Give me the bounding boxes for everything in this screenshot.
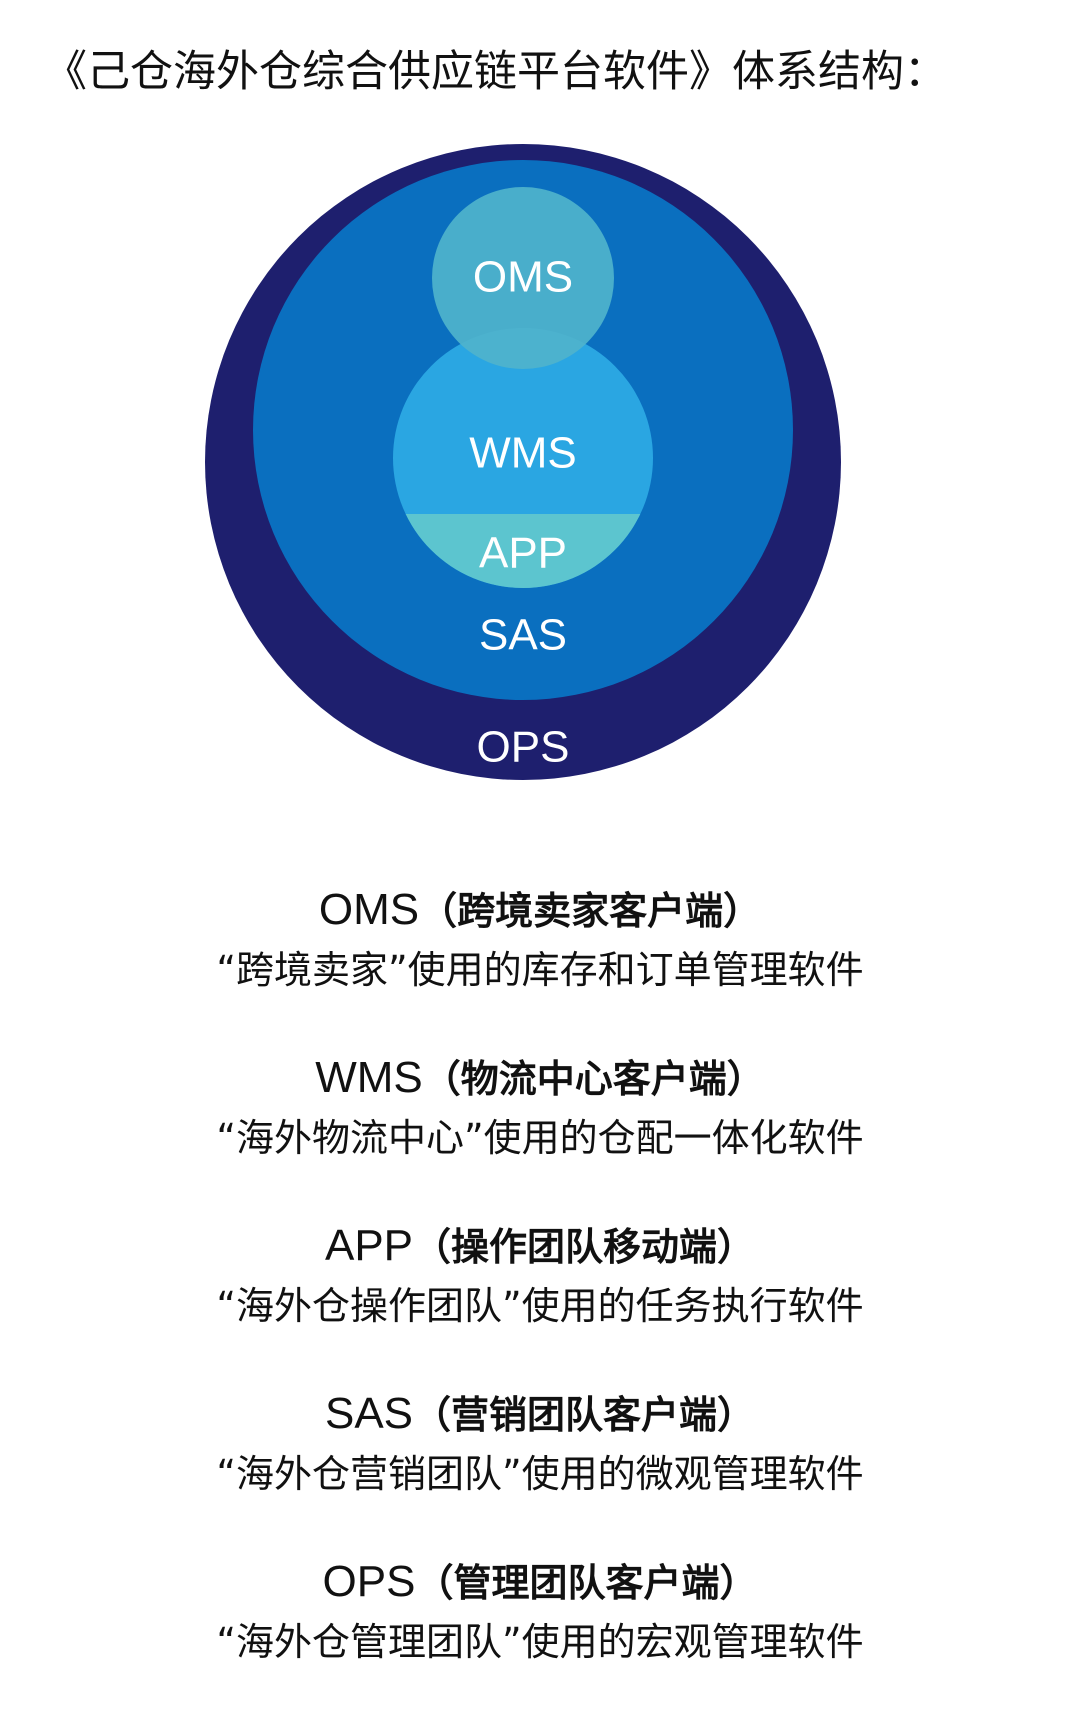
legend-item-ops: OPS（管理团队客户端） “海外仓管理团队”使用的宏观管理软件 <box>0 1552 1080 1720</box>
wms-layer-label: WMS <box>469 429 577 478</box>
legend-code: APP <box>324 1221 414 1270</box>
legend-heading: OPS（管理团队客户端） <box>0 1552 1080 1613</box>
legend-item-oms: OMS（跨境卖家客户端） “跨境卖家”使用的库存和订单管理软件 <box>0 880 1080 1048</box>
legend-item-wms: WMS（物流中心客户端） “海外物流中心”使用的仓配一体化软件 <box>0 1048 1080 1216</box>
layer-legend: OMS（跨境卖家客户端） “跨境卖家”使用的库存和订单管理软件 WMS（物流中心… <box>0 880 1080 1720</box>
architecture-diagram-svg: OMS WMS APP SAS OPS <box>205 144 841 780</box>
legend-description: “跨境卖家”使用的库存和订单管理软件 <box>216 948 864 992</box>
sas-layer-label: SAS <box>479 611 567 660</box>
legend-role: （物流中心客户端） <box>422 1057 765 1101</box>
legend-heading: APP（操作团队移动端） <box>0 1216 1080 1277</box>
oms-layer-circle <box>432 187 614 369</box>
app-layer-label: APP <box>479 529 567 578</box>
legend-code: SAS <box>324 1389 414 1438</box>
legend-role: （管理团队客户端） <box>415 1561 758 1605</box>
legend-item-app: APP（操作团队移动端） “海外仓操作团队”使用的任务执行软件 <box>0 1216 1080 1384</box>
legend-code: OMS <box>318 885 420 934</box>
legend-heading: SAS（营销团队客户端） <box>0 1384 1080 1445</box>
architecture-diagram: OMS WMS APP SAS OPS <box>0 0 1080 820</box>
legend-heading: OMS（跨境卖家客户端） <box>0 880 1080 941</box>
legend-code: WMS <box>315 1053 423 1102</box>
legend-description: “海外仓营销团队”使用的微观管理软件 <box>216 1452 864 1496</box>
ops-layer-label: OPS <box>477 723 570 772</box>
legend-item-sas: SAS（营销团队客户端） “海外仓营销团队”使用的微观管理软件 <box>0 1384 1080 1552</box>
legend-description: “海外仓操作团队”使用的任务执行软件 <box>216 1284 864 1328</box>
legend-role: （操作团队移动端） <box>413 1225 756 1269</box>
legend-description: “海外仓管理团队”使用的宏观管理软件 <box>216 1620 864 1664</box>
oms-layer-label: OMS <box>473 253 573 302</box>
legend-description: “海外物流中心”使用的仓配一体化软件 <box>216 1116 864 1160</box>
legend-role: （营销团队客户端） <box>413 1393 756 1437</box>
legend-code: OPS <box>322 1557 416 1606</box>
page-title: 《己仓海外仓综合供应链平台软件》体系结构： <box>44 47 947 97</box>
legend-role: （跨境卖家客户端） <box>419 889 762 933</box>
legend-heading: WMS（物流中心客户端） <box>0 1048 1080 1109</box>
